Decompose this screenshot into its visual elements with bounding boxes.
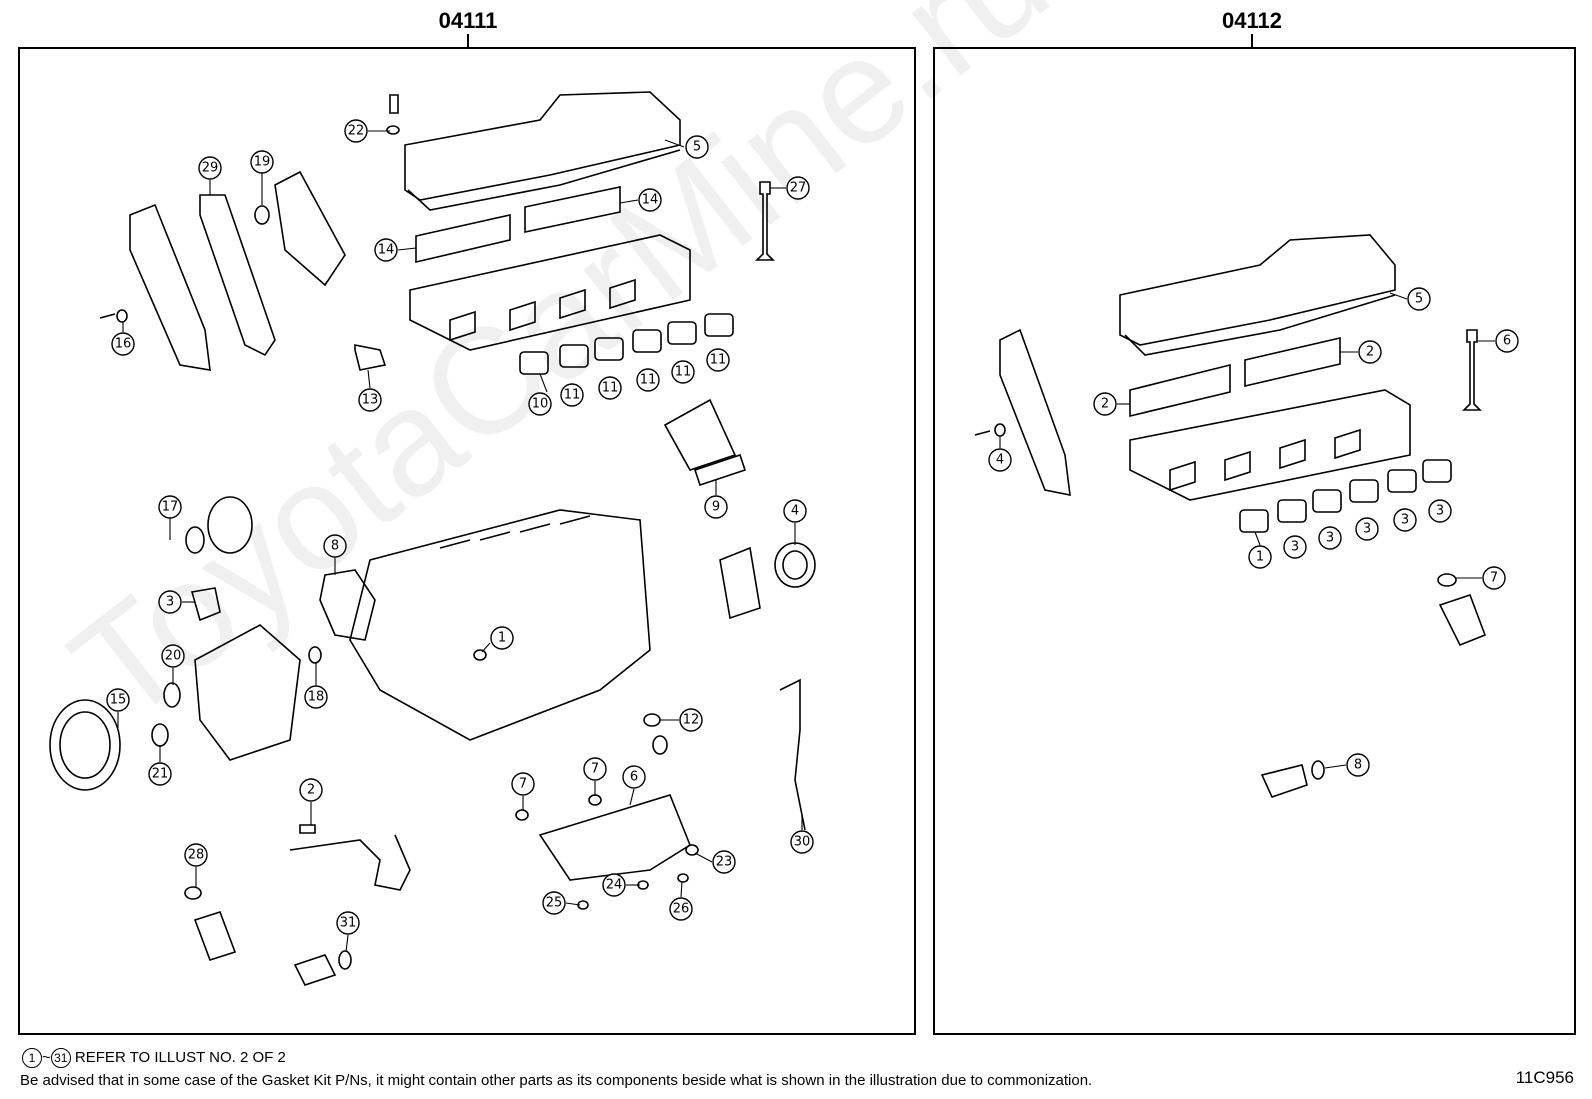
- callout-number: 3: [1363, 522, 1371, 537]
- refer-text: REFER TO ILLUST NO. 2 OF 2: [70, 1048, 286, 1066]
- callout-number: 25: [546, 896, 563, 911]
- kit-number-left: 04111: [438, 8, 498, 33]
- callout-number: 3: [1326, 531, 1334, 546]
- engine-block-left: [349, 509, 651, 741]
- callout-number: 28: [188, 848, 205, 863]
- callout-number: 6: [630, 770, 638, 785]
- cylinder-head-right: [1129, 389, 1411, 501]
- valve-right: [1462, 329, 1482, 411]
- callout-number: 3: [1291, 540, 1299, 555]
- valve-cover-gasket-left: [407, 149, 681, 211]
- valve-cover-left: [404, 91, 681, 201]
- crank-pulley-15: [49, 699, 121, 791]
- callout-number: 17: [162, 500, 179, 515]
- cylinder-head-left: [409, 234, 691, 351]
- part-outlines: [49, 91, 1487, 986]
- callout-number: 8: [1354, 758, 1362, 773]
- callout-number: 11: [640, 373, 657, 388]
- callout-number: 24: [606, 878, 623, 893]
- callout-number: 8: [331, 539, 339, 554]
- callout-number: 22: [348, 124, 365, 139]
- timing-case-left: [194, 624, 301, 761]
- manifold-gasket-right-2: [1244, 336, 1341, 388]
- valve-cover-gasket-right: [1124, 294, 1396, 356]
- kit-number-right: 04112: [1222, 8, 1282, 33]
- bolt-22: [389, 94, 399, 114]
- leader-lines: [117, 130, 1495, 953]
- timing-cover-left: [129, 203, 211, 371]
- kit-tick-left: [467, 34, 469, 48]
- seal-19: [254, 205, 270, 225]
- callout-number: 9: [712, 500, 720, 515]
- valve-left: [755, 181, 775, 261]
- water-pump-gasket-8: [319, 569, 376, 641]
- oil-strainer-left: [289, 834, 411, 891]
- callout-number: 2: [1101, 397, 1109, 412]
- manifold-gasket-left-2: [524, 186, 621, 233]
- callout-number: 11: [675, 365, 692, 380]
- callouts-left: [106, 119, 814, 935]
- callout-number: 27: [790, 181, 807, 196]
- manifold-gasket-right-1: [1129, 363, 1231, 418]
- figure-code: 11C956: [1515, 1068, 1574, 1087]
- callout-number: 1: [498, 631, 506, 646]
- oil-seal-4: [774, 542, 816, 588]
- kit-tick-right: [1251, 34, 1253, 48]
- callout-number: 15: [110, 693, 127, 708]
- callout-number: 1: [1256, 550, 1264, 565]
- callout-number: 7: [1490, 571, 1498, 586]
- callout-number: 2: [1366, 345, 1374, 360]
- exhaust-gasket-9: [663, 398, 737, 471]
- callout-number: 30: [794, 835, 811, 850]
- callout-number: 7: [591, 762, 599, 777]
- callout-number: 11: [710, 353, 727, 368]
- refer-note: 1~31 REFER TO ILLUST NO. 2 OF 2: [22, 1048, 286, 1068]
- callout-number: 11: [602, 381, 619, 396]
- disclaimer-note: Be advised that in some case of the Gask…: [20, 1072, 1093, 1089]
- callout-number: 14: [642, 193, 659, 208]
- callout-number: 23: [716, 855, 733, 870]
- gear-17: [207, 496, 253, 554]
- callout-number: 11: [564, 388, 581, 403]
- callout-number: 6: [1503, 334, 1511, 349]
- callout-number: 26: [673, 902, 690, 917]
- range-start-marker: 1: [22, 1048, 42, 1068]
- callout-number: 21: [152, 767, 169, 782]
- callout-number: 4: [996, 453, 1004, 468]
- bracket-13: [354, 344, 387, 371]
- callout-number: 13: [362, 393, 379, 408]
- callout-number: 29: [202, 161, 219, 176]
- callout-number: 31: [340, 916, 357, 931]
- callout-number: 7: [519, 777, 527, 792]
- range-end-marker: 31: [50, 1048, 71, 1068]
- callout-number: 3: [1401, 513, 1409, 528]
- callout-number: 19: [254, 155, 271, 170]
- cover-plate-left: [274, 170, 346, 287]
- callout-number: 4: [791, 504, 799, 519]
- callout-number: 18: [308, 690, 325, 705]
- timing-gasket-left: [199, 194, 276, 357]
- valve-cover-right: [1119, 234, 1396, 346]
- dipstick-30: [779, 678, 806, 831]
- callout-number: 12: [683, 713, 700, 728]
- callout-number: 3: [166, 595, 174, 610]
- gasket-3: [190, 587, 221, 622]
- callout-number: 10: [532, 397, 549, 412]
- callout-number: 3: [1436, 504, 1444, 519]
- diagram-panel-04112: [933, 47, 1576, 1035]
- callouts-right: [988, 287, 1519, 777]
- callout-number: 16: [115, 337, 132, 352]
- manifold-gasket-left-1: [415, 214, 511, 264]
- callout-number: 14: [378, 243, 395, 258]
- timing-cover-right: [999, 328, 1071, 497]
- range-separator: ~: [42, 1048, 51, 1066]
- callout-labels-right: 5 6 2 2 4 1 3 3 3 3 3 7 8: [996, 292, 1511, 773]
- oil-pan-left: [538, 794, 691, 881]
- callout-number: 2: [307, 783, 315, 798]
- callout-number: 20: [165, 649, 182, 664]
- callout-number: 5: [693, 140, 701, 155]
- callout-number: 5: [1415, 292, 1423, 307]
